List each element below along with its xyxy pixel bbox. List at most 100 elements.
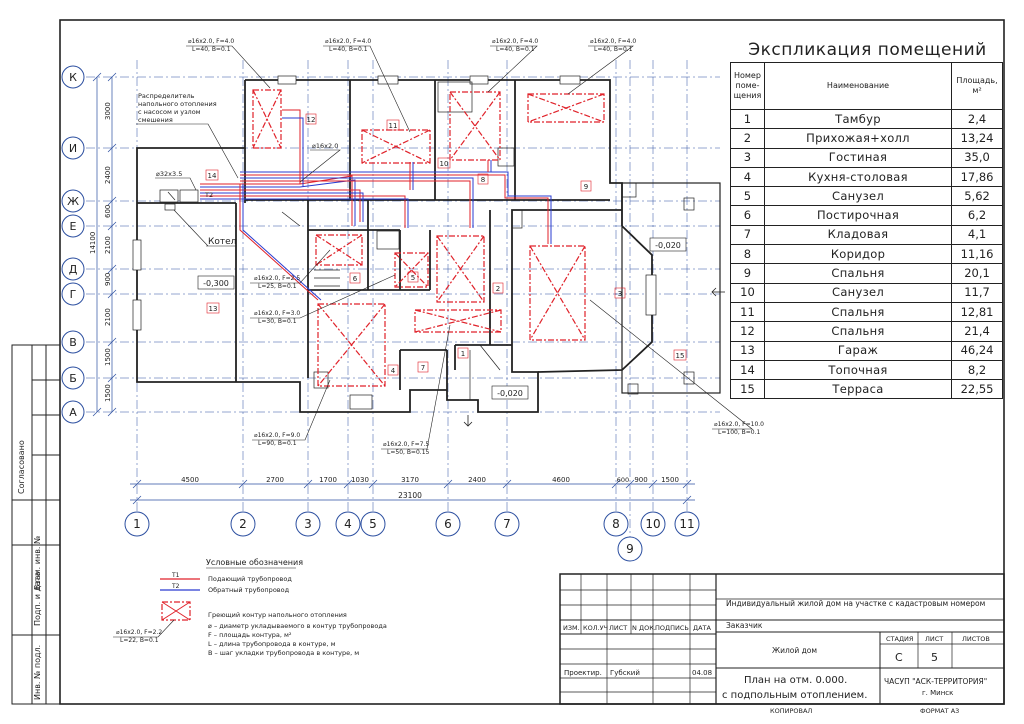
axis-4: 4 [344, 517, 352, 531]
room-num-14: 14 [208, 172, 217, 180]
row-name: Терраса [763, 379, 953, 400]
dim-v-6: 2100 [104, 308, 112, 326]
legend-contour-line-3: L – длина трубопровода в контуре, м [208, 640, 336, 648]
room-numbers: 12 11 10 8 9 14 13 6 5 4 7 2 1 3 15 [205, 113, 687, 376]
row-name: Спальня [763, 301, 953, 323]
row-num: 10 [730, 282, 765, 303]
dim-v-5: 900 [104, 273, 112, 286]
tb-col-n: N [632, 624, 637, 632]
row-area: 13,24 [951, 128, 1003, 149]
dim-v-1: 3000 [104, 102, 112, 120]
level-garage: -0,300 [203, 279, 229, 288]
contour-4-l2: L=90, B=0.1 [258, 440, 297, 447]
axis-6: 6 [444, 517, 452, 531]
row-num: 7 [730, 224, 765, 246]
row-num: 11 [730, 301, 765, 323]
row-area: 6,2 [951, 205, 1003, 226]
axis-9: 9 [626, 542, 634, 556]
row-area: 21,4 [951, 321, 1003, 342]
contour-5-l1: ⌀16x2.0, F=3.0 [254, 310, 300, 317]
row-name: Прихожая+холл [763, 128, 953, 149]
label-distributor-4: смешения [138, 116, 173, 124]
tb-format: ФОРМАТ А3 [920, 707, 959, 715]
row-num: 6 [730, 205, 765, 226]
tb-col-izm: ИЗМ. [563, 624, 580, 632]
room-num-8: 8 [481, 176, 485, 184]
row-name: Санузел [763, 186, 953, 207]
tb-object: Жилой дом [772, 646, 817, 655]
boiler-unit [159, 189, 199, 211]
axis-g: Г [70, 288, 77, 301]
legend-supply-text: Подающий трубопровод [208, 575, 292, 583]
row-num: 1 [730, 108, 765, 130]
row-name: Санузел [763, 282, 953, 303]
tb-col-date: ДАТА [693, 624, 711, 632]
axis-a: А [69, 406, 77, 419]
tb-col-list: ЛИСТ [609, 624, 627, 632]
tb-sheet-head: ЛИСТ [925, 635, 943, 643]
dim-h-4: 1030 [351, 476, 369, 484]
row-name: Коридор [763, 244, 953, 265]
axis-e: Е [70, 220, 77, 233]
axis-bubbles-letters: К И Ж Е Д Г В Б А [61, 65, 85, 424]
room-num-9: 9 [584, 183, 588, 191]
axis-11: 11 [679, 517, 694, 531]
tb-col-kolch: КОЛ.УЧ [583, 624, 608, 632]
contour-12-l2: L=40, B=0.1 [192, 46, 231, 53]
tb-col-sign: ПОДПИСЬ [655, 624, 689, 632]
contour-6-l2: L=25, B=0.1 [258, 283, 297, 290]
tb-col-dok: ДОК. [639, 624, 656, 632]
explication-table: Номер поме- щения Наименование Площадь, … [730, 62, 1003, 400]
axis-10: 10 [645, 517, 660, 531]
dim-h-2: 2700 [266, 476, 284, 484]
dim-h-7: 4600 [552, 476, 570, 484]
legend-return-tag: T2 [171, 583, 180, 590]
axis-8: 8 [612, 517, 620, 531]
dim-h-5: 3170 [401, 476, 419, 484]
pipe-bundle [200, 109, 552, 301]
row-name: Гостиная [763, 147, 953, 168]
contour-3-l2: L=100, B=0.1 [718, 429, 761, 436]
dim-h-8: 600 [617, 476, 629, 484]
legend-supply-tag: T1 [171, 572, 180, 579]
room-num-12: 12 [307, 116, 316, 124]
level-hall: -0,020 [655, 241, 681, 250]
room-num-3: 3 [618, 290, 622, 298]
stamp-inv-orig: Инв. № подл. [33, 645, 42, 700]
tb-project: Индивидуальный жилой дом на участке с ка… [726, 599, 985, 608]
tb-author: Губский [610, 669, 640, 677]
dimension-horizontal [130, 479, 695, 505]
dim-v-total: 14100 [89, 232, 97, 254]
row-num: 2 [730, 128, 765, 149]
room-num-2: 2 [496, 285, 500, 293]
axis-5: 5 [369, 517, 377, 531]
row-area: 5,62 [951, 186, 1003, 207]
legend-contour-sample [161, 601, 191, 621]
axis-d: Д [69, 263, 78, 276]
dim-h-1: 4500 [181, 476, 199, 484]
stamp-sign-date: Подп. и дата [33, 571, 42, 626]
dim-h-10: 1500 [661, 476, 679, 484]
legend-sample-l1: ⌀16x2.0, F=2.2 [116, 629, 162, 636]
stamp-agreed: Согласовано [17, 440, 26, 494]
label-distributor-2: напольного отопления [138, 100, 217, 108]
drawing-labels: Распределитель напольного отопления с на… [138, 92, 338, 247]
row-num: 14 [730, 359, 765, 381]
tb-stage-head: СТАДИЯ [886, 635, 913, 643]
tb-role: Проектир. [564, 669, 602, 677]
row-area: 8,2 [951, 359, 1003, 381]
room-num-5: 5 [411, 274, 415, 282]
room-num-1: 1 [461, 350, 465, 358]
row-num: 13 [730, 340, 765, 361]
row-area: 4,1 [951, 224, 1003, 246]
label-pipe-main: ⌀32x3.5 [156, 170, 182, 178]
level-marks: -0,020 -0,300 -0,020 [197, 237, 687, 400]
tb-customer: Заказчик [726, 621, 763, 630]
stamp-replace-inv: Взам. инв. № [33, 535, 42, 590]
